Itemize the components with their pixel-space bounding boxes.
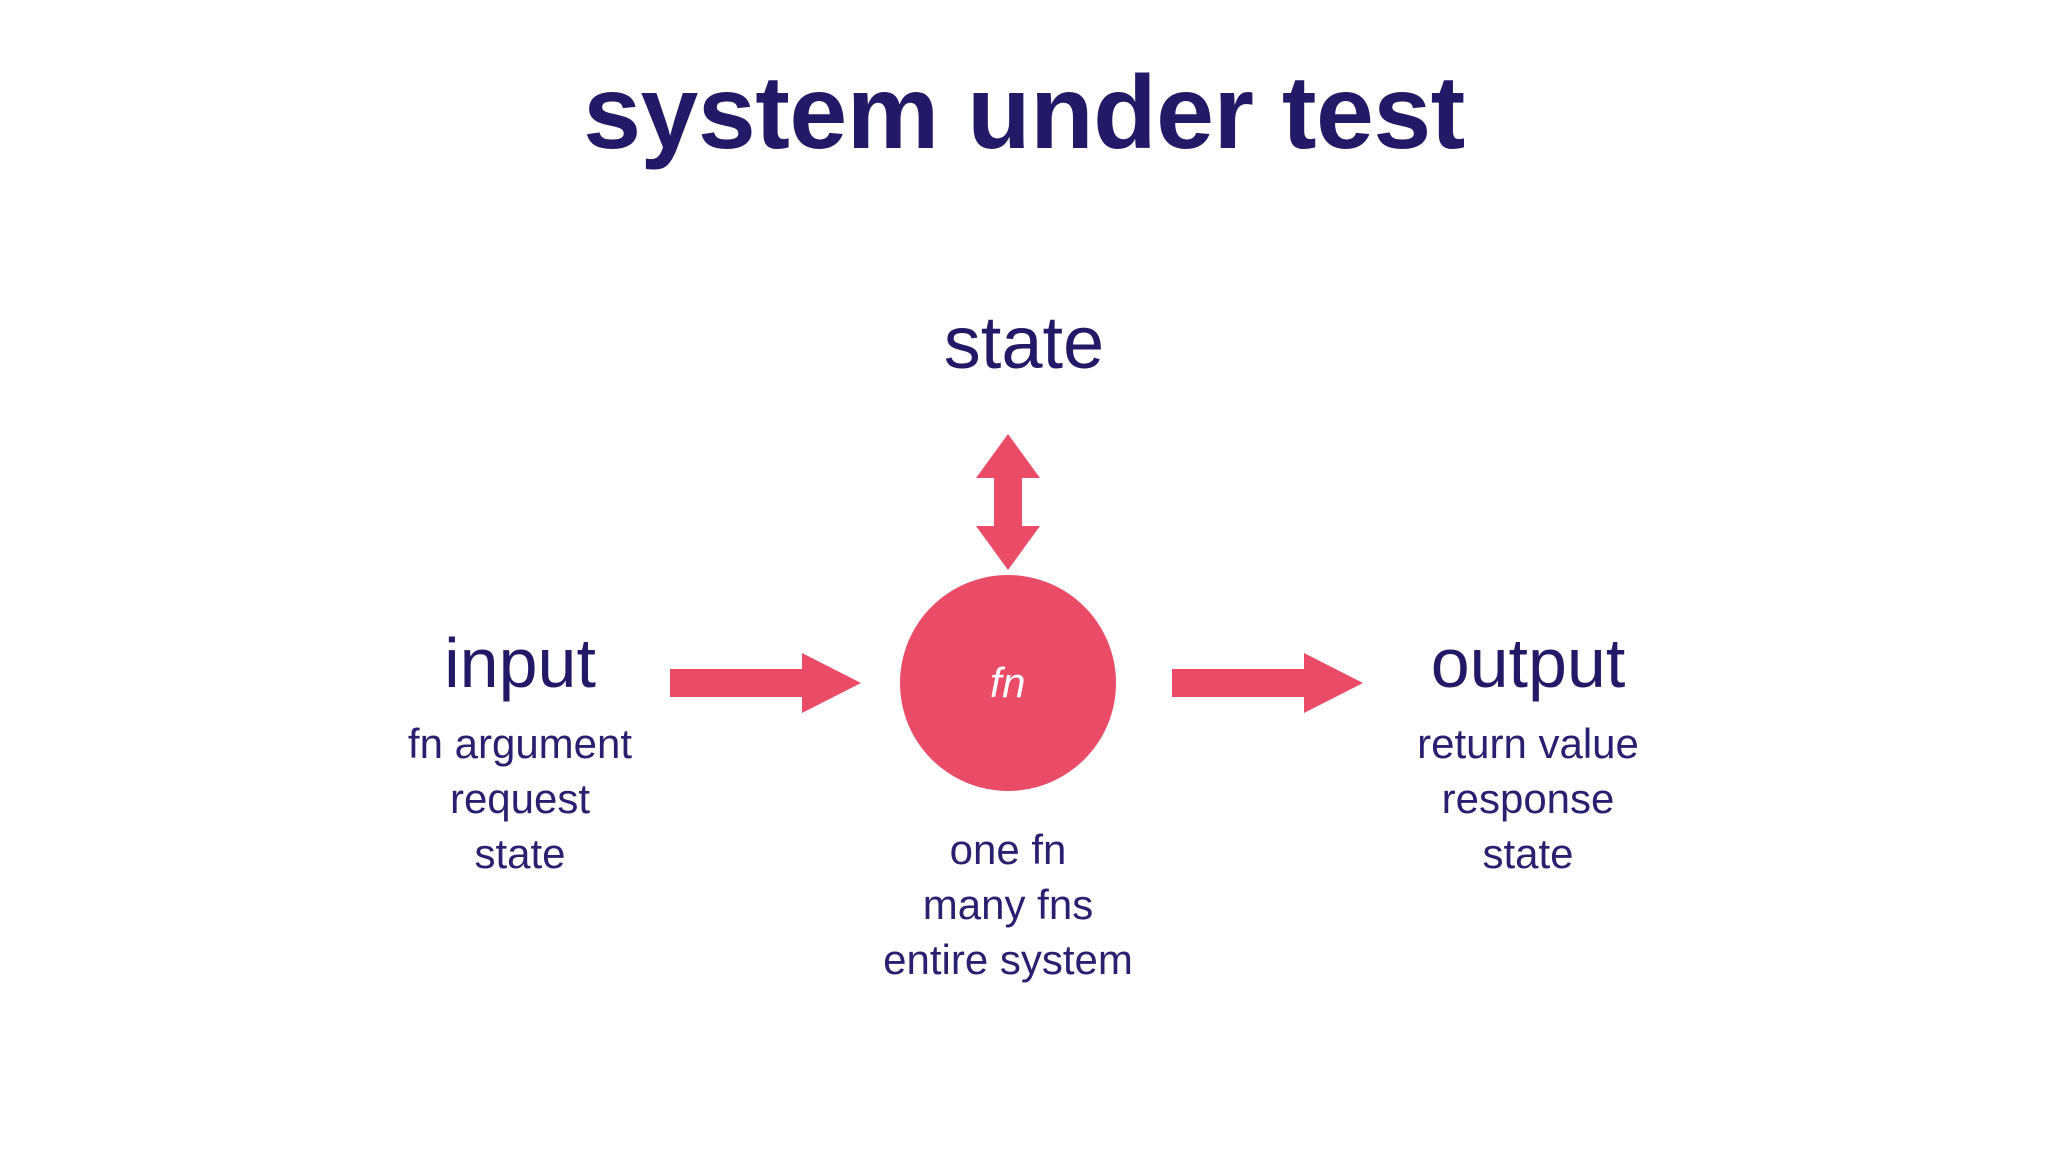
process-item: many fns: [922, 881, 1094, 929]
process-item: entire system: [883, 936, 1133, 984]
state-label: state: [943, 301, 1105, 384]
output-item-list: return value response state: [1318, 716, 1738, 881]
process-item-list: one fn many fns entire system: [708, 822, 1308, 987]
input-item-list: fn argument request state: [310, 716, 730, 881]
output-group: output return value response state: [1318, 628, 1738, 881]
output-item: state: [1482, 830, 1574, 878]
page-title: system under test: [583, 55, 1465, 171]
fn-circle-label: fn: [989, 659, 1027, 706]
bidirectional-vertical-arrow-icon: [968, 432, 1048, 572]
output-item: return value: [1417, 720, 1639, 767]
process-item: one fn: [949, 826, 1067, 873]
input-to-fn-arrow-icon: [670, 652, 862, 714]
input-item: fn argument: [407, 720, 633, 767]
fn-circle: fn: [900, 575, 1116, 791]
input-item: request: [449, 775, 591, 823]
fn-to-output-arrow-icon: [1172, 652, 1364, 714]
input-item: state: [474, 830, 566, 878]
input-heading: input: [444, 624, 596, 702]
input-group: input fn argument request state: [310, 628, 730, 881]
output-heading: output: [1430, 624, 1626, 702]
output-item: response: [1441, 775, 1615, 823]
